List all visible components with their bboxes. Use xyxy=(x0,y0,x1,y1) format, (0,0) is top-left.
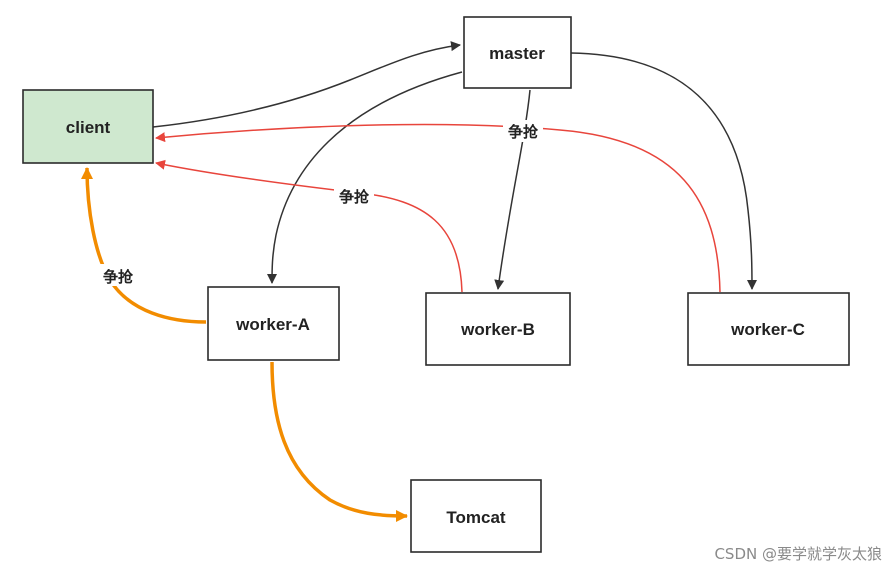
edge-label-compete-b: 争抢 xyxy=(339,188,370,206)
edge-label-bg-a xyxy=(97,264,139,286)
node-worker-b[interactable]: worker-B xyxy=(425,292,571,366)
edge-master-to-worker-a xyxy=(267,71,463,284)
node-worker-a-label: worker-A xyxy=(235,315,310,334)
node-master-box xyxy=(463,16,572,89)
edge-master-to-worker-c xyxy=(570,52,757,290)
node-worker-b-box xyxy=(425,292,571,366)
edge-worker-b-to-client xyxy=(155,159,463,293)
node-worker-a-box xyxy=(207,286,340,361)
node-worker-c-label: worker-C xyxy=(730,320,805,339)
node-tomcat-label: Tomcat xyxy=(446,508,506,527)
edge-worker-c-to-client xyxy=(155,123,721,293)
node-worker-c-box xyxy=(687,292,850,366)
edge-worker-a-to-tomcat xyxy=(270,361,408,522)
node-worker-a[interactable]: worker-A xyxy=(207,286,340,361)
edge-client-to-master xyxy=(152,41,461,128)
edge-label-bg-b xyxy=(334,185,374,207)
node-client-box xyxy=(22,89,154,164)
node-master-label: master xyxy=(489,44,545,63)
edge-label-compete-c: 争抢 xyxy=(508,123,539,141)
node-client[interactable]: client xyxy=(22,89,154,164)
node-worker-c[interactable]: worker-C xyxy=(687,292,850,366)
edge-worker-a-to-client xyxy=(81,167,207,324)
node-worker-b-label: worker-B xyxy=(460,320,535,339)
edge-labels-layer: 争抢 争抢 争抢 xyxy=(97,120,543,286)
node-client-label: client xyxy=(66,118,111,137)
watermark-text: CSDN @要学就学灰太狼 xyxy=(714,545,882,563)
edge-master-to-worker-b xyxy=(494,89,531,290)
node-master[interactable]: master xyxy=(463,16,572,89)
node-tomcat[interactable]: Tomcat xyxy=(410,479,542,553)
edges-layer xyxy=(81,41,757,522)
edge-label-compete-a: 争抢 xyxy=(103,268,134,286)
node-tomcat-box xyxy=(410,479,542,553)
edge-label-bg-c xyxy=(503,120,543,142)
nodes-layer: client master worker-A worker-B worker-C… xyxy=(22,16,850,553)
